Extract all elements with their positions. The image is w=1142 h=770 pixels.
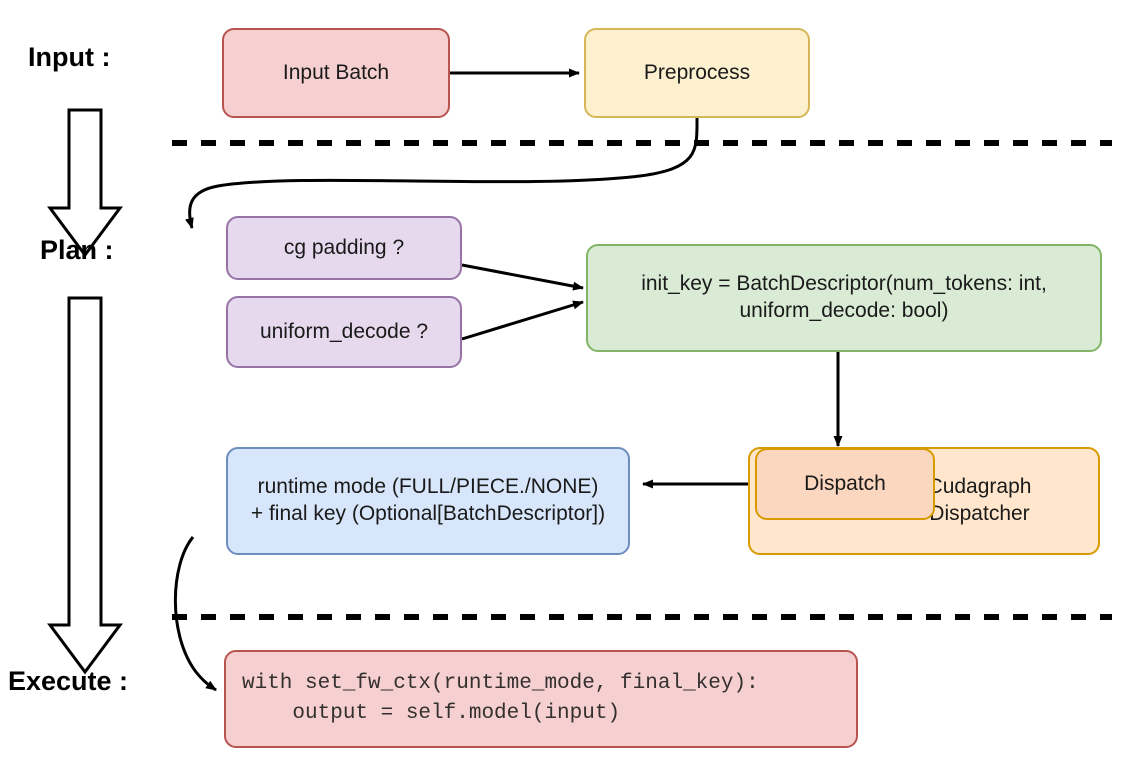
node-cudagraph-dispatcher-label-line2: Dispatcher xyxy=(929,502,1030,525)
flow-arrow-plan-to-execute xyxy=(47,296,123,675)
node-input-batch[interactable]: Input Batch xyxy=(222,28,450,118)
node-execute-code-label-line1: with set_fw_ctx(runtime_mode, final_key)… xyxy=(242,671,759,695)
node-execute-code-label-line2: output = self.model(input) xyxy=(242,702,621,725)
node-cg-padding[interactable]: cg padding ? xyxy=(226,216,462,280)
node-dispatch[interactable]: Dispatch xyxy=(755,448,935,520)
node-cudagraph-dispatcher-label-line1: Cudagraph xyxy=(927,475,1032,499)
node-uniform-decode-label: uniform_decode ? xyxy=(259,319,429,343)
node-init-key-label-line1: init_key = BatchDescriptor(num_tokens: i… xyxy=(641,272,1047,296)
node-runtime-mode-label-line2: + final key (Optional[BatchDescriptor]) xyxy=(250,502,606,525)
connector-runtime-mode-to-execute-code xyxy=(173,536,217,692)
flow-arrow-input-to-plan xyxy=(47,108,123,258)
node-dispatch-label: Dispatch xyxy=(804,471,886,495)
node-input-batch-label: Input Batch xyxy=(282,60,390,84)
connector-preprocess-to-cg-padding xyxy=(185,114,699,229)
node-preprocess[interactable]: Preprocess xyxy=(584,28,810,118)
stage-label-execute: Execute : xyxy=(8,666,129,696)
node-runtime-mode-label-line1: runtime mode (FULL/PIECE./NONE) xyxy=(257,475,599,499)
node-execute-code[interactable]: with set_fw_ctx(runtime_mode, final_key)… xyxy=(224,650,858,748)
stage-label-input: Input : xyxy=(28,42,111,72)
stage-label-plan: Plan : xyxy=(40,235,114,265)
node-init-key-label-line2: uniform_decode: bool) xyxy=(739,299,949,322)
node-runtime-mode[interactable]: runtime mode (FULL/PIECE./NONE) + final … xyxy=(226,447,630,555)
node-preprocess-label: Preprocess xyxy=(643,60,751,84)
connector-cg-padding-to-init-key xyxy=(461,263,584,291)
node-uniform-decode[interactable]: uniform_decode ? xyxy=(226,296,462,368)
node-init-key[interactable]: init_key = BatchDescriptor(num_tokens: i… xyxy=(586,244,1102,352)
node-cg-padding-label: cg padding ? xyxy=(283,235,405,259)
connector-uniform-decode-to-init-key xyxy=(461,300,584,341)
